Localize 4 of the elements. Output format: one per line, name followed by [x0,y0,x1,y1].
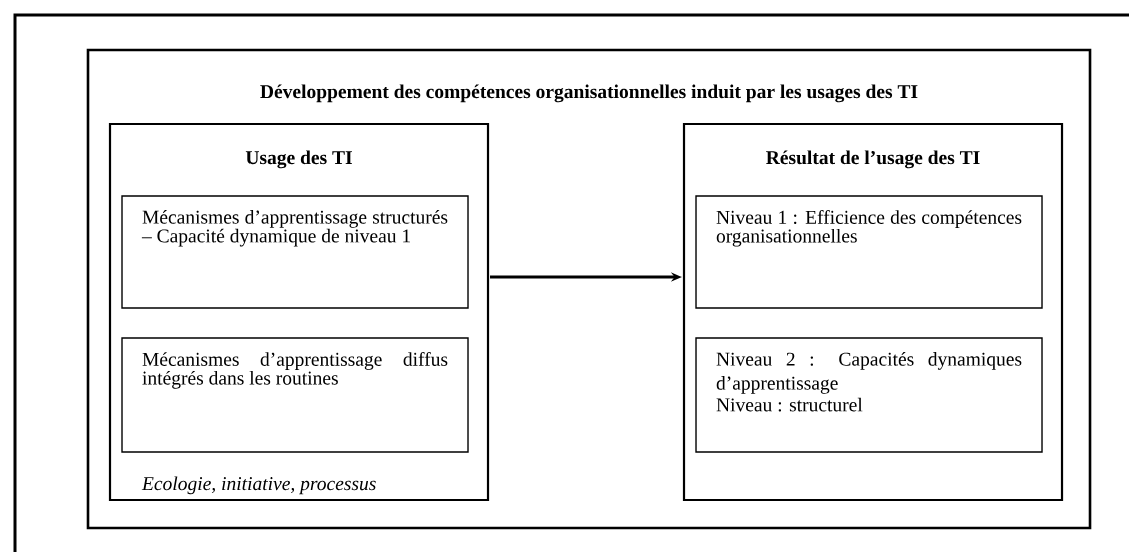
text-box: Niveau 2 : Capacités dynamiques d’apprentissage Niveau : structurel [695,337,1043,453]
text-box: Mécanismes d’apprentissage structurés – Capacité dynamique de niveau 1 [121,195,469,309]
text-box: Niveau 1 : Efficience des compétences organisationnelles [695,195,1043,309]
text-box: Mécanismes d’apprentissage diffus intégrés dans les routines [121,337,469,453]
